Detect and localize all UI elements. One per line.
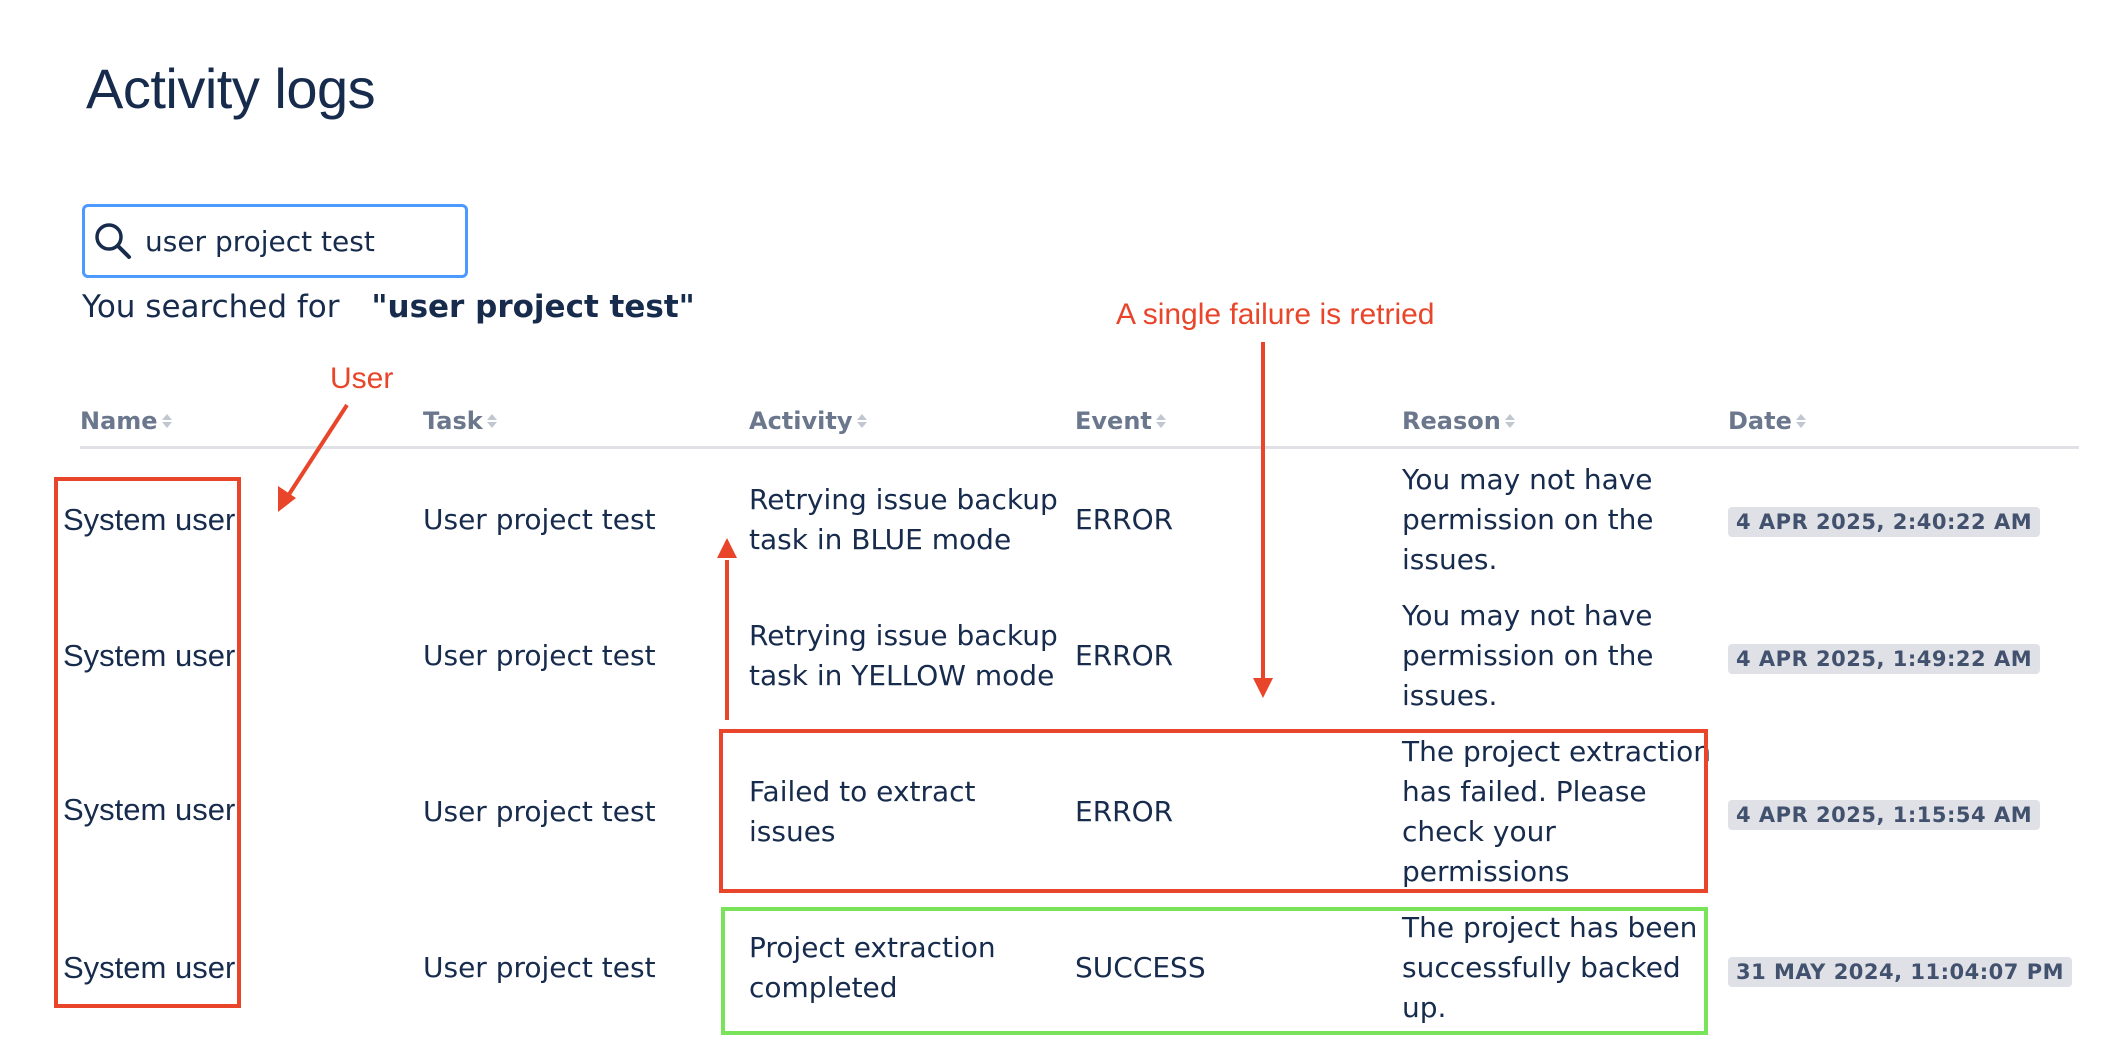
- column-header-date[interactable]: Date: [1728, 406, 1806, 436]
- search-summary-query: "user project test": [371, 289, 695, 325]
- user-arrow: [284, 403, 349, 501]
- column-header-reason[interactable]: Reason: [1402, 406, 1515, 436]
- cell-task: User project test: [423, 503, 656, 536]
- retry-annotation: A single failure is retried: [1116, 298, 1435, 331]
- cell-name: System user: [63, 950, 236, 985]
- cell-name: System user: [63, 502, 236, 537]
- cell-task: User project test: [423, 795, 656, 828]
- cell-reason: You may not have permission on the issue…: [1402, 463, 1654, 576]
- cell-event: ERROR: [1075, 795, 1174, 828]
- sort-icon: [1795, 414, 1806, 428]
- date-badge: 4 APR 2025, 2:40:22 AM: [1728, 507, 2041, 537]
- cell-name: System user: [63, 638, 236, 673]
- retry-up-arrowhead: [717, 538, 737, 558]
- user-arrowhead: [278, 486, 296, 512]
- cell-task: User project test: [423, 951, 656, 984]
- date-badge: 4 APR 2025, 1:15:54 AM: [1728, 800, 2041, 830]
- cell-event: ERROR: [1075, 639, 1174, 672]
- search-box[interactable]: [82, 204, 468, 278]
- cell-activity: Retrying issue backup task in BLUE mode: [749, 483, 1058, 556]
- cell-name: System user: [63, 792, 236, 827]
- cell-reason: You may not have permission on the issue…: [1402, 599, 1654, 712]
- column-header-event[interactable]: Event: [1075, 406, 1166, 436]
- column-header-task[interactable]: Task: [423, 406, 497, 436]
- cell-event: ERROR: [1075, 503, 1174, 536]
- cell-activity: Failed to extract issues: [749, 775, 976, 848]
- success-row-highlight: [721, 907, 1708, 1035]
- column-header-activity[interactable]: Activity: [749, 406, 867, 436]
- cell-task: User project test: [423, 639, 656, 672]
- search-summary: You searched for "user project test": [82, 289, 695, 325]
- date-badge: 4 APR 2025, 1:49:22 AM: [1728, 644, 2041, 674]
- retry-down-arrowhead: [1253, 678, 1273, 698]
- search-input[interactable]: [145, 224, 425, 258]
- user-annotation: User: [330, 362, 394, 395]
- sort-icon: [161, 414, 172, 428]
- search-icon: [95, 223, 131, 259]
- page-title: Activity logs: [86, 57, 376, 120]
- next-row-cut-off: [1404, 1044, 1664, 1052]
- cell-activity: Project extraction completed: [749, 931, 996, 1004]
- cell-reason: The project extraction has failed. Pleas…: [1402, 735, 1712, 888]
- column-header-name[interactable]: Name: [80, 406, 172, 436]
- sort-icon: [1155, 414, 1166, 428]
- cell-reason: The project has been successfully backed…: [1402, 911, 1698, 1024]
- sort-icon: [486, 414, 497, 428]
- cell-event: SUCCESS: [1075, 951, 1206, 984]
- sort-icon: [856, 414, 867, 428]
- date-badge: 31 MAY 2024, 11:04:07 PM: [1728, 957, 2072, 987]
- sort-icon: [1504, 414, 1515, 428]
- cell-activity: Retrying issue backup task in YELLOW mod…: [749, 619, 1058, 692]
- name-column-highlight: [54, 477, 241, 1008]
- header-divider: [80, 446, 2079, 449]
- failure-row-highlight: [719, 729, 1708, 893]
- search-summary-prefix: You searched for: [82, 289, 340, 325]
